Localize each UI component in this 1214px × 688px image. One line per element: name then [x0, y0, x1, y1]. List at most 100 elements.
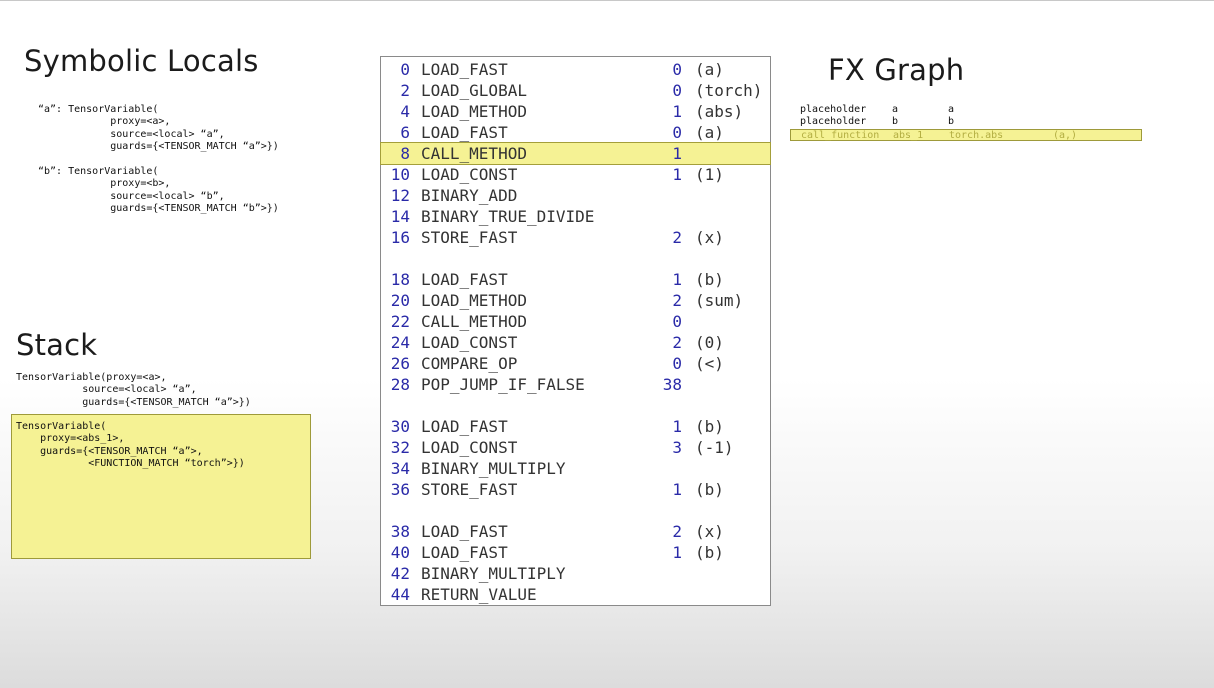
- bytecode-arg: 0: [672, 81, 682, 100]
- bytecode-opname: STORE_FAST: [421, 228, 518, 247]
- bytecode-offset: 0: [400, 60, 410, 79]
- bytecode-arg: 0: [672, 123, 682, 142]
- fx-graph-node: call_function abs_1 torch.abs (a,): [790, 129, 1142, 141]
- bytecode-arg: 1: [672, 417, 682, 436]
- bytecode-opname: CALL_METHOD: [421, 312, 527, 331]
- bytecode-row: 28 POP_JUMP_IF_FALSE 38: [381, 374, 770, 395]
- fx-node-op: placeholder: [800, 116, 867, 127]
- bytecode-offset: 44: [390, 585, 410, 604]
- bytecode-offset: 12: [390, 186, 410, 205]
- bytecode-opname: CALL_METHOD: [421, 144, 527, 163]
- bytecode-row: 14 BINARY_TRUE_DIVIDE: [381, 206, 770, 227]
- bytecode-offset: 20: [390, 291, 410, 310]
- bytecode-offset: 16: [390, 228, 410, 247]
- bytecode-argrepr: (0): [695, 333, 724, 352]
- bytecode-offset: 2: [400, 81, 410, 100]
- fx-node-name: b: [892, 116, 899, 127]
- bytecode-row: 30 LOAD_FAST 1 (b): [381, 416, 770, 437]
- bytecode-row: 8 CALL_METHOD 1: [380, 142, 771, 165]
- bytecode-opname: LOAD_CONST: [421, 438, 518, 457]
- bytecode-offset: 14: [390, 207, 410, 226]
- bytecode-opname: BINARY_TRUE_DIVIDE: [421, 207, 595, 226]
- fx-graph-node: placeholder b b: [790, 116, 1142, 128]
- fx-graph-title: FX Graph: [828, 53, 965, 87]
- bytecode-argrepr: (sum): [695, 291, 744, 310]
- bytecode-offset: 8: [400, 144, 410, 163]
- symbolic-locals-title: Symbolic Locals: [24, 44, 259, 78]
- bytecode-argrepr: (a): [695, 60, 724, 79]
- bytecode-offset: 26: [390, 354, 410, 373]
- bytecode-offset: 28: [390, 375, 410, 394]
- bytecode-opname: POP_JUMP_IF_FALSE: [421, 375, 585, 394]
- stack-entry-highlighted: TensorVariable( proxy=<abs_1>, guards={<…: [11, 414, 311, 559]
- fx-node-target: torch.abs: [949, 130, 1004, 141]
- top-border: [0, 0, 1214, 1]
- bytecode-opname: BINARY_ADD: [421, 186, 518, 205]
- bytecode-row: 40 LOAD_FAST 1 (b): [381, 542, 770, 563]
- bytecode-opname: LOAD_FAST: [421, 60, 508, 79]
- bytecode-argrepr: (x): [695, 522, 724, 541]
- bytecode-offset: 42: [390, 564, 410, 583]
- bytecode-argrepr: (b): [695, 417, 724, 436]
- bytecode-opname: RETURN_VALUE: [421, 585, 537, 604]
- stack-title: Stack: [16, 328, 98, 362]
- fx-node-args: (a,): [1053, 130, 1078, 141]
- bytecode-opname: COMPARE_OP: [421, 354, 518, 373]
- bytecode-offset: 18: [390, 270, 410, 289]
- bytecode-row: 34 BINARY_MULTIPLY: [381, 458, 770, 479]
- bytecode-arg: 1: [672, 543, 682, 562]
- bytecode-arg: 1: [672, 165, 682, 184]
- bytecode-offset: 22: [390, 312, 410, 331]
- bytecode-arg: 3: [672, 438, 682, 457]
- bytecode-argrepr: (b): [695, 480, 724, 499]
- fx-node-target: a: [948, 104, 955, 115]
- bytecode-row: 44 RETURN_VALUE: [381, 584, 770, 605]
- bytecode-opname: LOAD_FAST: [421, 522, 508, 541]
- bytecode-arg: 0: [672, 60, 682, 79]
- bytecode-opname: LOAD_CONST: [421, 165, 518, 184]
- bytecode-opname: BINARY_MULTIPLY: [421, 459, 566, 478]
- bytecode-offset: 40: [390, 543, 410, 562]
- bytecode-arg: 38: [662, 375, 682, 394]
- bytecode-argrepr: (abs): [695, 102, 744, 121]
- bytecode-offset: 4: [400, 102, 410, 121]
- bytecode-opname: LOAD_FAST: [421, 543, 508, 562]
- symbolic-local-b: “b”: TensorVariable( proxy=<b>, source=<…: [38, 166, 279, 214]
- bytecode-offset: 30: [390, 417, 410, 436]
- bytecode-arg: 0: [672, 354, 682, 373]
- bytecode-opname: LOAD_FAST: [421, 270, 508, 289]
- bytecode-arg: 2: [672, 522, 682, 541]
- fx-node-name: abs_1: [893, 130, 924, 141]
- fx-node-op: call_function: [801, 130, 880, 141]
- bytecode-offset: 34: [390, 459, 410, 478]
- fx-node-op: placeholder: [800, 104, 867, 115]
- bytecode-argrepr: (b): [695, 543, 724, 562]
- bytecode-opname: LOAD_FAST: [421, 417, 508, 436]
- fx-node-target: b: [948, 116, 955, 127]
- bytecode-arg: 1: [672, 144, 682, 163]
- bytecode-offset: 32: [390, 438, 410, 457]
- bytecode-row: 16 STORE_FAST 2 (x): [381, 227, 770, 248]
- bytecode-opname: LOAD_METHOD: [421, 291, 527, 310]
- bytecode-offset: 36: [390, 480, 410, 499]
- symbolic-local-a: “a”: TensorVariable( proxy=<a>, source=<…: [38, 104, 279, 152]
- bytecode-row: 0 LOAD_FAST 0 (a): [381, 59, 770, 80]
- bytecode-opname: LOAD_GLOBAL: [421, 81, 527, 100]
- bytecode-arg: 0: [672, 312, 682, 331]
- bytecode-argrepr: (a): [695, 123, 724, 142]
- bytecode-opname: LOAD_CONST: [421, 333, 518, 352]
- bytecode-argrepr: (1): [695, 165, 724, 184]
- stack-entry: TensorVariable(proxy=<a>, source=<local>…: [16, 372, 251, 408]
- bytecode-arg: 2: [672, 228, 682, 247]
- bytecode-argrepr: (x): [695, 228, 724, 247]
- bytecode-row: 22 CALL_METHOD 0: [381, 311, 770, 332]
- bytecode-row: 12 BINARY_ADD: [381, 185, 770, 206]
